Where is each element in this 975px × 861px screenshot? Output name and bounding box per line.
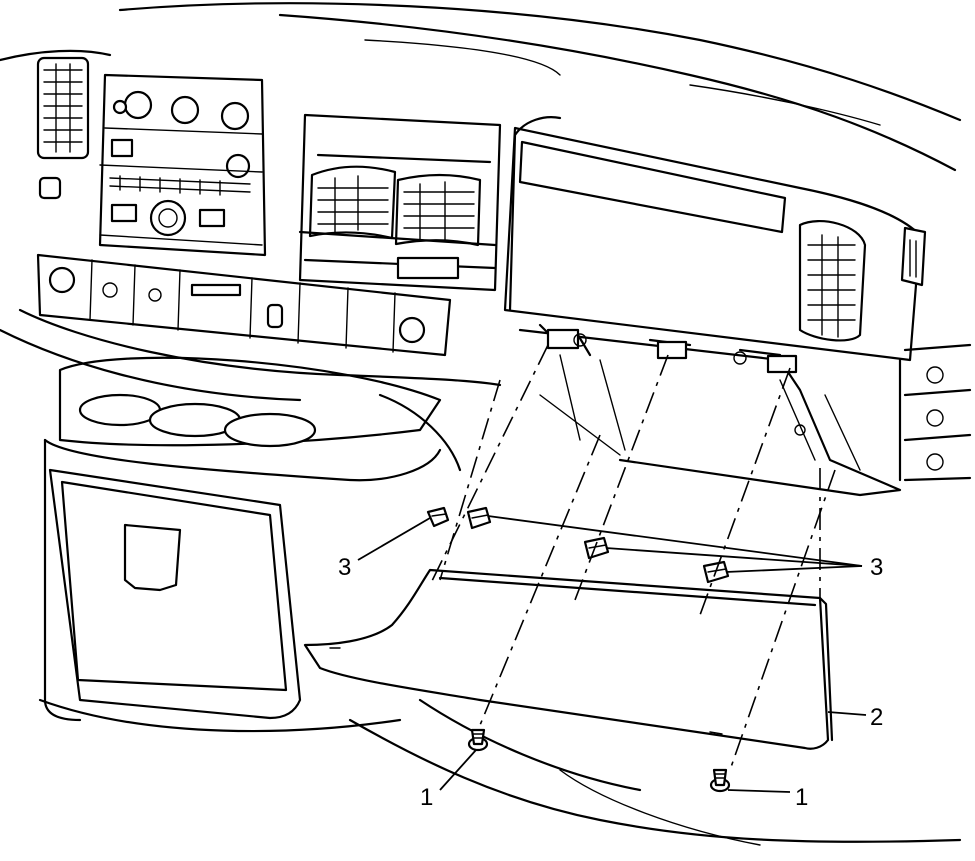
left-air-vent	[36, 56, 90, 160]
retainer-clip-1	[426, 506, 450, 528]
callout-screw-right: 1	[795, 784, 808, 811]
retainer-clip-3	[583, 536, 610, 560]
callout-knee-bolster-panel: 2	[870, 704, 883, 731]
retainer-clip-2	[466, 506, 492, 530]
right-lower-structure	[898, 343, 972, 482]
right-air-vent	[798, 220, 927, 342]
callout-screw-left: 1	[420, 784, 433, 811]
installation-lines	[429, 344, 836, 771]
retainer-clips	[426, 506, 730, 584]
mounting-bracket	[518, 323, 902, 497]
knee-bolster-panel	[303, 568, 834, 750]
radio-head-unit	[98, 73, 267, 257]
dashboard-upper	[0, 2, 962, 402]
screw-left	[467, 728, 489, 752]
leader-lines	[357, 515, 867, 793]
screw-right	[709, 768, 731, 793]
switch-bank	[36, 253, 452, 357]
small-switch	[38, 176, 62, 200]
center-air-vents	[298, 113, 502, 292]
floor-lines	[348, 393, 962, 846]
callout-retainer-left: 3	[338, 554, 351, 581]
callout-retainers-right: 3	[870, 554, 883, 581]
